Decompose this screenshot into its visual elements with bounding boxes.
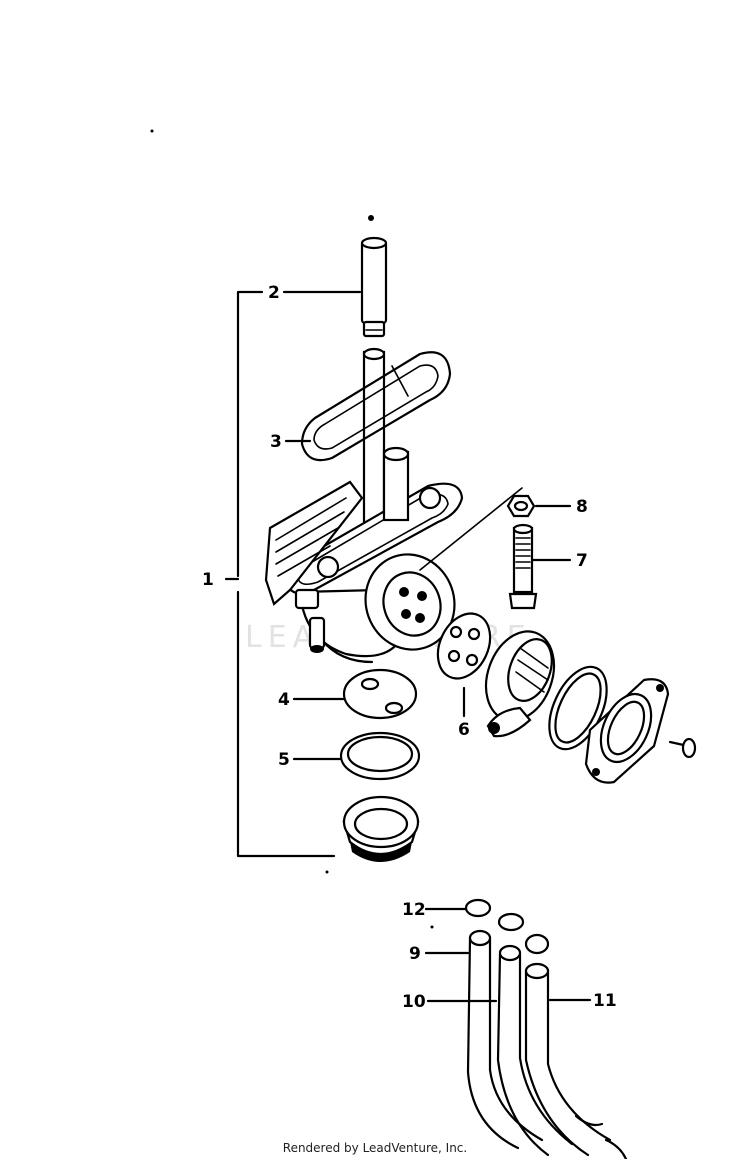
part-8-washer bbox=[506, 494, 536, 518]
knob-o-ring bbox=[548, 665, 608, 751]
assembly-bracket bbox=[224, 290, 336, 858]
callout-9: 9 bbox=[409, 944, 421, 964]
callout-7: 7 bbox=[576, 551, 588, 571]
leader-lines bbox=[282, 290, 592, 1003]
callout-10: 10 bbox=[402, 992, 426, 1012]
part-6-plate bbox=[436, 612, 492, 680]
callout-4: 4 bbox=[278, 690, 290, 710]
part-4-disc bbox=[342, 668, 418, 720]
cover-screw bbox=[668, 737, 697, 759]
lever-knob bbox=[484, 630, 556, 738]
parts-9-12-hoses bbox=[430, 898, 628, 1159]
callout-3: 3 bbox=[270, 432, 282, 452]
callout-11: 11 bbox=[593, 991, 617, 1011]
part-7-bolt bbox=[508, 523, 538, 610]
strainer-cup bbox=[342, 795, 420, 862]
cover-plate bbox=[584, 678, 670, 784]
part-3-gasket bbox=[300, 351, 452, 462]
callout-12: 12 bbox=[402, 900, 426, 920]
callout-1: 1 bbox=[202, 570, 214, 590]
callout-8: 8 bbox=[576, 497, 588, 517]
callout-5: 5 bbox=[278, 750, 290, 770]
part-2-lever-shaft bbox=[360, 236, 388, 534]
part-5-o-ring bbox=[339, 731, 421, 781]
callout-6: 6 bbox=[458, 720, 470, 740]
render-credit: Rendered by LeadVenture, Inc. bbox=[282, 1141, 468, 1155]
fuel-cock-body bbox=[264, 446, 523, 664]
callout-2: 2 bbox=[268, 283, 280, 303]
